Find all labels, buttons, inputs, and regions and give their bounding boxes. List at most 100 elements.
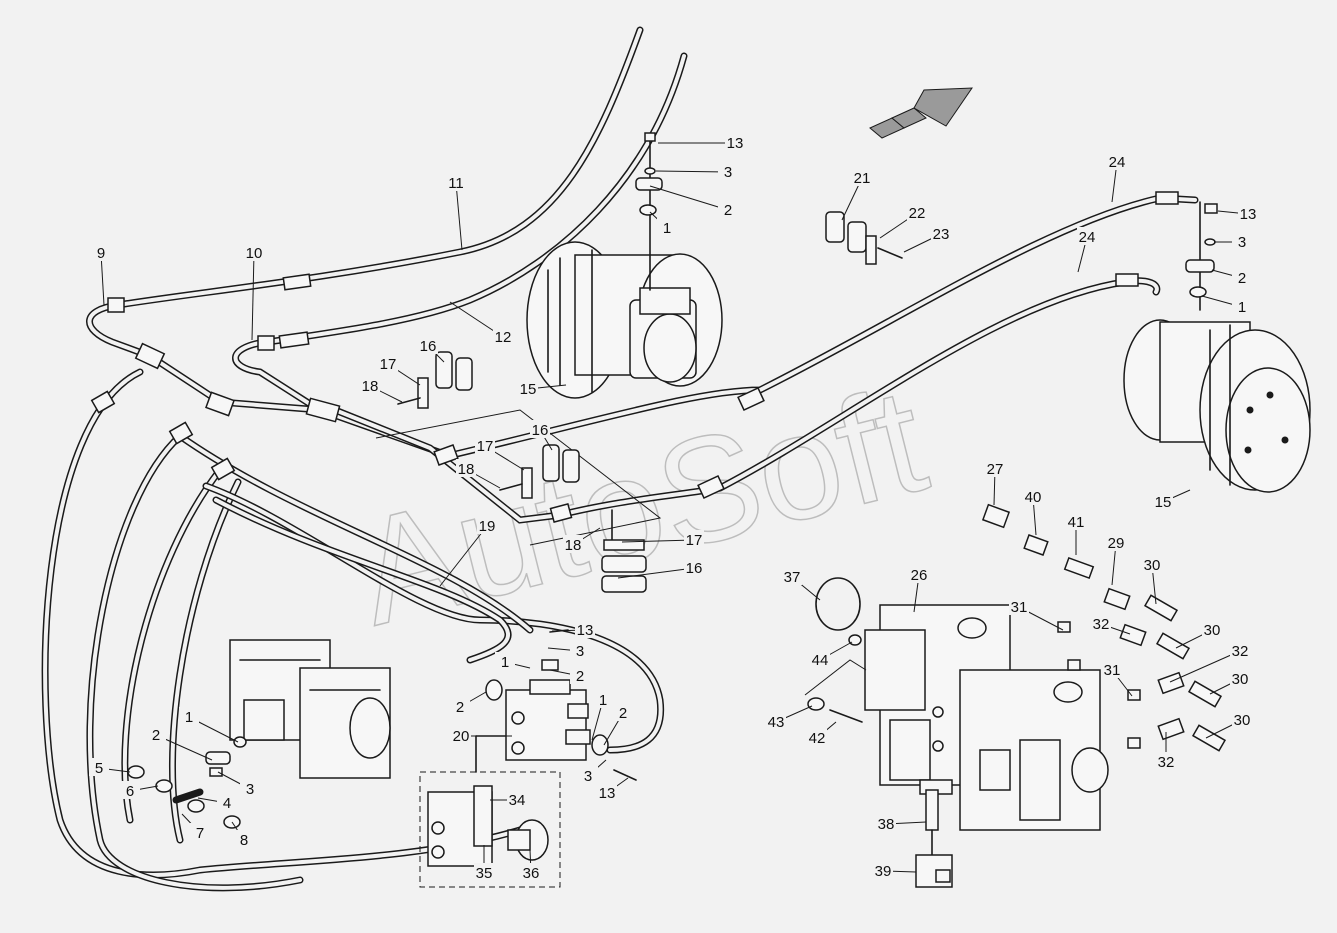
callout-bg xyxy=(1202,620,1222,638)
callout-30: 30 xyxy=(1175,620,1222,649)
callout-bg xyxy=(1091,614,1111,632)
callout-bg xyxy=(1238,204,1258,222)
callout-13: 13 xyxy=(551,620,595,639)
callout-leader xyxy=(251,252,255,341)
callout-bg xyxy=(907,203,927,221)
callout-number: 18 xyxy=(458,461,475,478)
callout-bg xyxy=(217,793,237,811)
callout-16: 16 xyxy=(530,420,553,451)
detail-box xyxy=(419,771,561,888)
callout-number: 32 xyxy=(1232,643,1249,660)
oring-37 xyxy=(815,577,861,631)
callout-41: 41 xyxy=(1066,512,1086,555)
callout-number: 39 xyxy=(875,863,892,880)
callout-number: 26 xyxy=(911,567,928,584)
callout-bg xyxy=(240,779,260,797)
callout-number: 24 xyxy=(1079,229,1096,246)
callout-number: 1 xyxy=(663,220,671,237)
callout-17: 17 xyxy=(475,436,525,471)
callout-number: 30 xyxy=(1144,557,1161,574)
callout-number: 32 xyxy=(1093,616,1110,633)
callout-number: 36 xyxy=(523,865,540,882)
callout-13: 13 xyxy=(658,133,745,152)
callout-number: 1 xyxy=(599,692,607,709)
callout-bg xyxy=(613,703,633,721)
callout-bg xyxy=(876,814,896,832)
callout-bg xyxy=(446,173,466,191)
tee-fittings xyxy=(90,191,1179,524)
callout-bg xyxy=(725,133,745,151)
callout-bg xyxy=(657,218,677,236)
callout-number: 7 xyxy=(196,825,204,842)
callout-number: 30 xyxy=(1234,712,1251,729)
callout-number: 3 xyxy=(584,768,592,785)
callout-bg xyxy=(495,652,515,670)
callout-number: 3 xyxy=(1238,234,1246,251)
callout-number: 17 xyxy=(686,532,703,549)
callout-2: 2 xyxy=(603,703,633,746)
callout-42: 42 xyxy=(807,721,837,747)
callout-23: 23 xyxy=(903,224,951,253)
callout-2: 2 xyxy=(549,666,590,685)
clamp-21-23 xyxy=(825,211,903,265)
hose-19 xyxy=(176,432,665,754)
callout-bg xyxy=(782,567,802,585)
callout-number: 2 xyxy=(724,202,732,219)
callout-number: 11 xyxy=(448,175,464,192)
callout-bg xyxy=(418,336,438,354)
callout-number: 38 xyxy=(878,816,895,833)
callout-number: 32 xyxy=(1158,754,1175,771)
callout-24: 24 xyxy=(1107,152,1127,203)
callout-bg xyxy=(1232,710,1252,728)
callout-number: 42 xyxy=(809,730,826,747)
callout-number: 18 xyxy=(362,378,379,395)
callout-bg xyxy=(807,728,827,746)
callout-43: 43 xyxy=(766,705,813,731)
callout-44: 44 xyxy=(810,641,853,669)
callout-bg xyxy=(852,168,872,186)
callout-number: 40 xyxy=(1025,489,1042,506)
fittings-27-41 xyxy=(981,503,1179,622)
callout-30: 30 xyxy=(1209,669,1250,695)
callout-number: 5 xyxy=(95,760,103,777)
callout-13: 13 xyxy=(597,777,629,802)
callout-number: 29 xyxy=(1108,535,1125,552)
clamp-top-left xyxy=(635,132,663,291)
callout-number: 17 xyxy=(380,356,397,373)
hose-11 xyxy=(114,26,644,309)
callout-number: 22 xyxy=(909,205,926,222)
callout-1: 1 xyxy=(1201,295,1252,316)
callout-leader xyxy=(649,185,729,211)
callout-number: 4 xyxy=(223,795,231,812)
callout-number: 21 xyxy=(854,170,871,187)
callout-31: 31 xyxy=(1009,597,1064,631)
callout-7: 7 xyxy=(181,813,210,842)
callout-leader xyxy=(100,252,105,306)
callout-number: 6 xyxy=(126,783,134,800)
callout-number: 2 xyxy=(152,727,160,744)
callout-16: 16 xyxy=(418,336,445,363)
hydraulic-motor-right xyxy=(1123,319,1311,493)
callout-16: 16 xyxy=(617,558,704,579)
callout-bg xyxy=(507,790,527,808)
callout-number: 31 xyxy=(1011,599,1028,616)
callout-number: 1 xyxy=(1238,299,1246,316)
callout-22: 22 xyxy=(879,203,927,239)
callout-2: 2 xyxy=(146,725,213,761)
callout-number: 30 xyxy=(1204,622,1221,639)
callout-11: 11 xyxy=(446,173,466,251)
callout-bg xyxy=(718,200,738,218)
callout-1: 1 xyxy=(649,211,677,237)
sensor-38-39 xyxy=(915,789,953,888)
fittings-1-8 xyxy=(127,736,247,829)
callout-bg xyxy=(1230,641,1250,659)
callout-3: 3 xyxy=(1214,232,1252,251)
fittings-30-32 xyxy=(1057,621,1227,752)
callout-number: 15 xyxy=(520,381,537,398)
callout-38: 38 xyxy=(876,814,927,833)
callout-bg xyxy=(1232,232,1252,250)
callout-27: 27 xyxy=(985,459,1005,506)
callout-number: 9 xyxy=(97,245,105,262)
callout-bg xyxy=(1023,487,1043,505)
hose-12 xyxy=(264,52,688,346)
